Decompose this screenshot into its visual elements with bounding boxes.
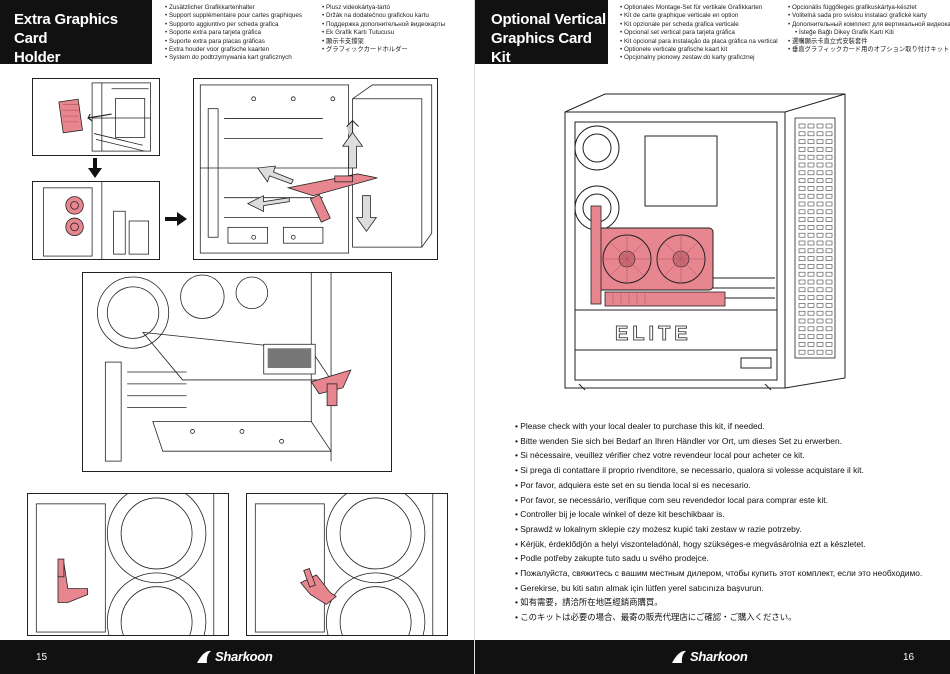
right-title-line2: Graphics Card Kit (491, 30, 592, 66)
lang-item: Kit opzionale per scheda grafica vertica… (620, 21, 778, 29)
instruction-item: Por favor, se necessário, verifique com … (515, 493, 935, 508)
right-footer: Sharkoon 16 (475, 640, 950, 674)
instruction-item: Sprawdź w lokalnym sklepie czy możesz ku… (515, 522, 935, 537)
lang-item: 垂直グラフィックカード用のオプション取り付けキット (788, 46, 950, 54)
page-divider (474, 0, 475, 674)
left-title-line1: Extra Graphics Card (14, 11, 118, 47)
lang-item: Support supplémentaire pour cartes graph… (165, 12, 302, 20)
right-lang-list-1: Optionales Montage-Set für vertikale Gra… (620, 4, 778, 63)
right-brand-name: Sharkoon (690, 649, 748, 664)
lang-item: Opcional set vertical para tarjeta gráfi… (620, 29, 778, 37)
lang-item: Plusz videokártya-tartó (322, 4, 445, 12)
figure-thumbscrews (32, 181, 160, 260)
instruction-item: Please check with your local dealer to p… (515, 419, 935, 434)
instruction-item: Si nécessaire, veuillez vérifier chez vo… (515, 448, 935, 463)
holder-installed-illustration (97, 273, 352, 462)
figure-holder-remove (32, 78, 160, 156)
lang-item: Ek Grafik Kartı Tutucusu (322, 29, 445, 37)
case-vertical-gpu-illustration: ELITE (564, 93, 846, 391)
thumbscrew-illustration (42, 182, 150, 259)
instruction-item: Controller bij je locale winkel of deze … (515, 507, 935, 522)
lang-item: Поддержка дополнительной видеокарты (322, 21, 445, 29)
lang-item: İsteğe Bağlı Dikey Grafik Kartı Kiti (788, 29, 950, 37)
shark-fin-icon (672, 650, 686, 663)
left-brand-name: Sharkoon (215, 649, 273, 664)
left-lang-list-2: Plusz videokártya-tartó Držák na dodateč… (322, 4, 445, 54)
figure-holder-install (193, 78, 438, 260)
instruction-item: Kérjük, érdeklődjön a helyi viszonteladó… (515, 537, 935, 552)
instruction-item: Gerekirse, bu kiti satın almak için lütf… (515, 581, 935, 596)
instruction-item: Bitte wenden Sie sich bei Bedarf an Ihre… (515, 434, 935, 449)
lang-item: Zusätzlicher Grafikkartenhalter (165, 4, 302, 12)
lang-item: Extra houder voor grafische kaarten (165, 46, 302, 54)
holder-bottom-illustration (35, 494, 215, 635)
right-lang-list-2: Opcionális függőleges grafikuskártya-kés… (788, 4, 950, 54)
instruction-item: Por favor, adquiera este set en su tiend… (515, 478, 935, 493)
lang-item: Opcjonalny pionowy zestaw do karty grafi… (620, 54, 778, 62)
holder-install-illustration (199, 84, 433, 254)
right-title-box: Optional Vertical Graphics Card Kit (475, 0, 608, 66)
instruction-item: Podle potřeby zakupte tuto sadu u svého … (515, 551, 935, 566)
lang-item: Suporte extra para placas gráficas (165, 38, 302, 46)
instruction-item: Пожалуйста, свяжитесь с вашим местным ди… (515, 566, 935, 581)
left-lang-list-1: Zusätzlicher Grafikkartenhalter Support … (165, 4, 302, 63)
lang-item: Držák na dodatečnou grafickou kartu (322, 12, 445, 20)
lang-item: Kit opcional para instalação da placa gr… (620, 38, 778, 46)
arrow-right-icon (165, 212, 187, 226)
lang-item: Opcionális függőleges grafikuskártya-kés… (788, 4, 950, 12)
holder-remove-illustration (58, 82, 151, 152)
left-title-line2: Holder (14, 49, 61, 66)
instruction-item: 如有需要，請洽所在地區經銷商購買。 (515, 595, 935, 610)
right-brand-logo: Sharkoon (671, 649, 748, 664)
lang-item: Supporto aggiuntivo per scheda grafica (165, 21, 302, 29)
left-title-box: Extra Graphics Card Holder (0, 0, 152, 66)
left-page-number: 15 (36, 652, 48, 663)
figure-holder-bottom-left (27, 493, 229, 636)
lang-item: System do podtrzymywania kart graficznyc… (165, 54, 302, 62)
riser-bracket (604, 291, 726, 307)
arrow-down-icon (88, 158, 102, 178)
left-footer: 15 Sharkoon (0, 640, 475, 674)
lang-item: Volitelná sada pro svislou instalaci gra… (788, 12, 950, 20)
instruction-item: Si prega di contattare il proprio rivend… (515, 463, 935, 478)
lang-item: Optionales Montage-Set für vertikale Gra… (620, 4, 778, 12)
case-brand-label: ELITE (615, 323, 692, 345)
front-mesh (794, 117, 836, 359)
right-page-number: 16 (903, 652, 915, 663)
lang-item: 顯示卡支撐架 (322, 38, 445, 46)
holder-bottom-illustration (254, 494, 434, 635)
lang-item: Дополнительный комплект для вертикальной… (788, 21, 950, 29)
figure-holder-bottom-right (246, 493, 448, 636)
left-page: Extra Graphics Card Holder Zusätzlicher … (0, 0, 475, 674)
instruction-item: このキットは必要の場合、最寄の販売代理店にご確認・ご購入ください。 (515, 610, 935, 625)
lang-item: Soporte extra para tarjeta gráfica (165, 29, 302, 37)
lang-item: Optionele verticale grafische kaart kit (620, 46, 778, 54)
left-brand-logo: Sharkoon (196, 649, 273, 664)
purchase-instructions: Please check with your local dealer to p… (515, 419, 935, 625)
shark-fin-icon (197, 650, 211, 663)
lang-item: グラフィックカードホルダー (322, 46, 445, 54)
right-title-line1: Optional Vertical (491, 11, 606, 28)
lang-item: 選購顯示卡直立式安裝套件 (788, 38, 950, 46)
figure-holder-installed (82, 272, 392, 472)
lang-item: Kit de carte graphique verticale en opti… (620, 12, 778, 20)
right-page: Optional Vertical Graphics Card Kit Opti… (475, 0, 950, 674)
